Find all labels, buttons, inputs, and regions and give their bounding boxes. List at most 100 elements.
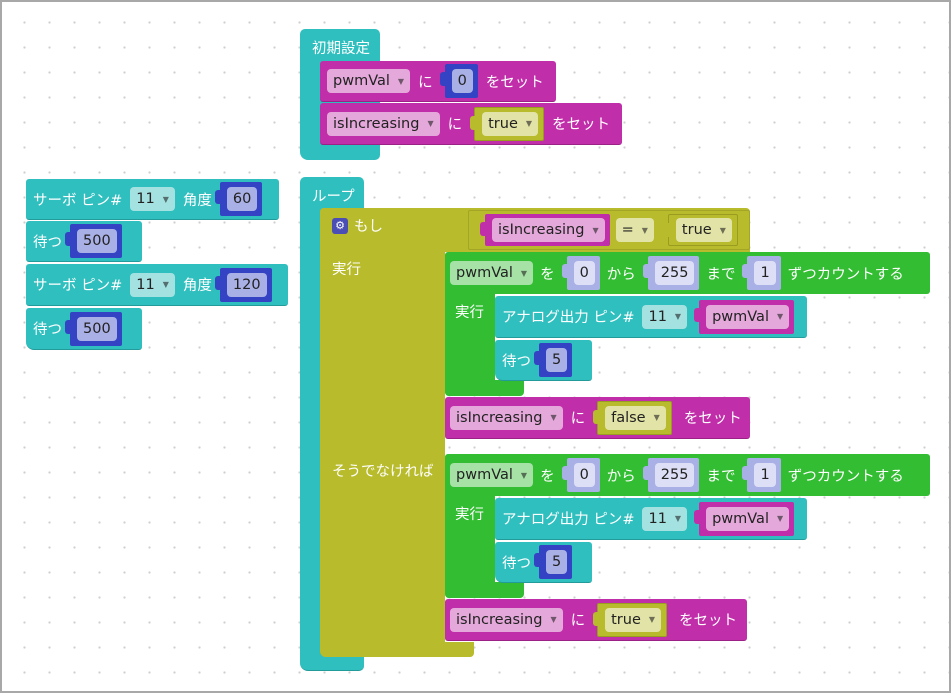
set-label: をセット <box>485 74 544 91</box>
set-variable-block[interactable]: isIncreasing▼ に true▼ をセット <box>445 599 747 641</box>
analog-write-block[interactable]: アナログ出力 ピン# 11▼ pwmVal▼ <box>495 296 807 338</box>
dropdown-arrow-icon: ▼ <box>653 413 660 422</box>
wait-input[interactable]: 5 <box>546 348 568 372</box>
pin-dropdown[interactable]: 11▼ <box>130 272 175 297</box>
pin-value: 11 <box>648 510 667 527</box>
dropdown-arrow-icon: ▼ <box>427 119 434 128</box>
number-block[interactable]: 5 <box>533 545 573 579</box>
boolean-block[interactable]: true▼ <box>663 214 738 246</box>
variable-name: isIncreasing <box>456 409 543 426</box>
set-label: をセット <box>552 117 611 133</box>
dropdown-arrow-icon: ▼ <box>641 225 648 235</box>
setup-title: 初期設定 <box>312 41 370 57</box>
number-block[interactable]: 500 <box>65 224 122 258</box>
step-label: ずつカウントする <box>787 468 904 485</box>
loop-title: ループ <box>312 189 355 205</box>
compare-block[interactable]: isIncreasing▼ =▼ true▼ <box>468 210 750 250</box>
wait-block[interactable]: 待つ 500 <box>26 308 142 350</box>
wait-block[interactable]: 待つ 500 <box>26 221 142 262</box>
wait-block[interactable]: 待つ 5 <box>495 542 592 583</box>
pin-dropdown[interactable]: 11▼ <box>642 506 688 531</box>
dropdown-arrow-icon: ▼ <box>592 225 599 235</box>
pin-value: 11 <box>136 276 155 293</box>
pin-value: 11 <box>136 191 155 207</box>
to-input[interactable]: 255 <box>654 463 695 487</box>
wait-input[interactable]: 500 <box>77 229 117 253</box>
variable-dropdown[interactable]: isIncreasing▼ <box>450 607 563 632</box>
step-input[interactable]: 1 <box>754 261 776 285</box>
number-block[interactable]: 120 <box>214 267 272 302</box>
number-block[interactable]: 1 <box>742 458 781 492</box>
pin-dropdown[interactable]: 11 ▼ <box>642 304 688 329</box>
number-block[interactable]: 255 <box>642 458 700 492</box>
number-block[interactable]: 255 <box>642 256 700 290</box>
wait-input[interactable]: 5 <box>546 550 568 574</box>
variable-dropdown[interactable]: isIncreasing ▼ <box>327 111 440 136</box>
boolean-block[interactable]: false ▼ <box>593 400 672 435</box>
to-input[interactable]: 255 <box>654 261 695 285</box>
operator-dropdown[interactable]: =▼ <box>615 218 654 242</box>
number-block[interactable]: 0 <box>561 458 600 492</box>
else-label: そうでなければ <box>332 464 434 480</box>
boolean-dropdown[interactable]: true ▼ <box>605 607 662 632</box>
boolean-value: false <box>611 409 646 426</box>
step-label: ずつカウントする <box>787 266 904 283</box>
boolean-dropdown[interactable]: false ▼ <box>605 405 666 430</box>
dropdown-arrow-icon: ▼ <box>648 615 656 624</box>
set-variable-block[interactable]: isIncreasing▼ に false▼ をセット <box>445 397 750 439</box>
variable-dropdown[interactable]: isIncreasing▼ <box>450 405 563 430</box>
variable-name: isIncreasing <box>333 115 420 132</box>
operator-value: = <box>621 222 634 238</box>
gear-icon[interactable]: ⚙ <box>332 217 348 234</box>
from-input[interactable]: 0 <box>573 463 595 487</box>
variable-block[interactable]: pwmVal▼ <box>694 501 795 536</box>
analog-label: アナログ出力 ピン# <box>502 512 635 528</box>
number-block[interactable]: 500 <box>65 311 122 346</box>
analog-write-block[interactable]: アナログ出力 ピン# 11▼ pwmVal▼ <box>495 498 807 540</box>
step-input[interactable]: 1 <box>754 463 776 487</box>
wait-input[interactable]: 500 <box>77 316 117 341</box>
variable-dropdown[interactable]: pwmVal▼ <box>706 506 790 531</box>
dropdown-arrow-icon: ▼ <box>674 312 682 321</box>
servo-label: サーボ ピン# <box>33 278 123 294</box>
for-count-block[interactable]: pwmVal▼ を 0 から 255 まで 1 ずつカウントする <box>445 454 930 496</box>
variable-name: isIncreasing <box>498 222 585 238</box>
boolean-dropdown[interactable]: true▼ <box>675 218 732 242</box>
wait-label: 待つ <box>502 555 531 572</box>
variable-dropdown[interactable]: pwmVal▼ <box>450 463 534 487</box>
from-input[interactable]: 0 <box>573 261 595 285</box>
pin-value: 11 <box>648 308 667 325</box>
angle-input[interactable]: 60 <box>226 187 258 211</box>
to-label: に <box>570 411 586 427</box>
number-block[interactable]: 0 <box>561 256 600 290</box>
variable-dropdown[interactable]: pwmVal▼ <box>327 69 411 93</box>
variable-dropdown[interactable]: pwmVal▼ <box>450 261 534 285</box>
angle-label: 角度 <box>182 278 212 294</box>
variable-dropdown[interactable]: pwmVal▼ <box>706 304 790 329</box>
value-input[interactable]: 0 <box>451 69 473 93</box>
number-block[interactable]: 1 <box>742 256 781 290</box>
boolean-block[interactable]: true ▼ <box>593 602 668 637</box>
servo-block[interactable]: サーボ ピン# 11▼ 角度 60 <box>26 179 279 220</box>
boolean-block[interactable]: true▼ <box>470 106 545 141</box>
number-block[interactable]: 60 <box>214 182 263 216</box>
servo-block[interactable]: サーボ ピン# 11▼ 角度 120 <box>26 264 288 306</box>
boolean-value: true <box>611 611 641 628</box>
dropdown-arrow-icon: ▼ <box>397 76 405 86</box>
set-variable-block[interactable]: pwmVal▼ に 0 をセット <box>320 61 556 102</box>
dropdown-arrow-icon: ▼ <box>550 615 557 624</box>
for-count-block[interactable]: pwmVal▼ を 0 から 255 まで 1 ずつカウントする <box>445 252 930 294</box>
pin-dropdown[interactable]: 11▼ <box>130 187 175 211</box>
set-variable-block[interactable]: isIncreasing▼ に true▼ をセット <box>320 103 622 145</box>
wait-block[interactable]: 待つ 5 <box>495 340 592 381</box>
angle-input[interactable]: 120 <box>226 272 267 297</box>
variable-block[interactable]: pwmVal▼ <box>694 299 795 334</box>
variable-block[interactable]: isIncreasing ▼ <box>480 214 610 246</box>
boolean-value: true <box>488 115 518 132</box>
variable-name: pwmVal <box>712 308 769 325</box>
variable-dropdown[interactable]: isIncreasing ▼ <box>492 218 605 242</box>
number-block[interactable]: 0 <box>439 64 478 98</box>
number-block[interactable]: 5 <box>533 343 573 377</box>
boolean-dropdown[interactable]: true▼ <box>482 111 539 136</box>
